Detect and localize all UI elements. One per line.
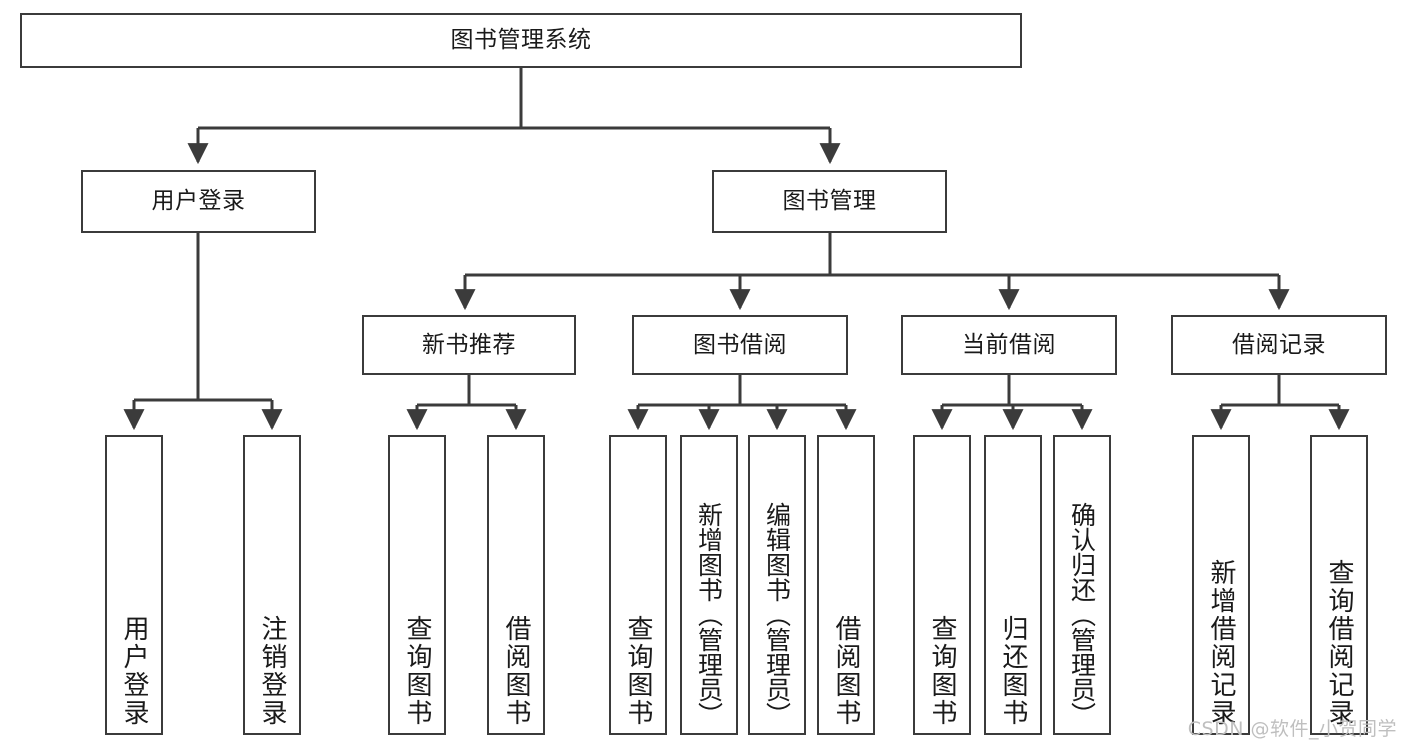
- node-book-manage[interactable]: 图书管理: [712, 170, 947, 233]
- node-leaf-query-book-2-label: 查询图书: [623, 615, 653, 727]
- node-leaf-confirm-return-label: 确认归还（管理员）: [1067, 502, 1097, 727]
- node-leaf-logout[interactable]: 注销登录: [243, 435, 301, 735]
- node-leaf-borrow-book-2-label: 借阅图书: [831, 615, 861, 727]
- node-leaf-edit-book[interactable]: 编辑图书（管理员）: [748, 435, 806, 735]
- node-new-book-recommend[interactable]: 新书推荐: [362, 315, 576, 375]
- node-leaf-return-book[interactable]: 归还图书: [984, 435, 1042, 735]
- node-borrow-record-label: 借阅记录: [1232, 331, 1326, 358]
- node-leaf-query-record[interactable]: 查询借阅记录: [1310, 435, 1368, 735]
- node-leaf-query-book-1[interactable]: 查询图书: [388, 435, 446, 735]
- node-book-borrow-label: 图书借阅: [693, 331, 787, 358]
- node-leaf-borrow-book-2[interactable]: 借阅图书: [817, 435, 875, 735]
- node-current-borrow[interactable]: 当前借阅: [901, 315, 1117, 375]
- node-leaf-add-book[interactable]: 新增图书（管理员）: [680, 435, 738, 735]
- node-leaf-borrow-book-1-label: 借阅图书: [501, 615, 531, 727]
- node-leaf-return-book-label: 归还图书: [998, 615, 1028, 727]
- node-leaf-query-book-3-label: 查询图书: [927, 615, 957, 727]
- node-leaf-add-book-label: 新增图书（管理员）: [694, 502, 724, 727]
- csdn-watermark: CSDN @软件_小贺同学: [1187, 718, 1397, 740]
- node-user-login[interactable]: 用户登录: [81, 170, 316, 233]
- node-new-book-recommend-label: 新书推荐: [422, 331, 516, 358]
- node-leaf-add-record[interactable]: 新增借阅记录: [1192, 435, 1250, 735]
- node-borrow-record[interactable]: 借阅记录: [1171, 315, 1387, 375]
- node-book-borrow[interactable]: 图书借阅: [632, 315, 848, 375]
- node-root[interactable]: 图书管理系统: [20, 13, 1022, 68]
- node-leaf-user-login[interactable]: 用户登录: [105, 435, 163, 735]
- node-book-manage-label: 图书管理: [782, 188, 877, 215]
- node-root-label: 图书管理系统: [450, 27, 592, 54]
- node-leaf-query-book-3[interactable]: 查询图书: [913, 435, 971, 735]
- node-leaf-edit-book-label: 编辑图书（管理员）: [762, 502, 792, 727]
- node-leaf-query-book-2[interactable]: 查询图书: [609, 435, 667, 735]
- node-leaf-user-login-label: 用户登录: [119, 615, 149, 727]
- node-leaf-borrow-book-1[interactable]: 借阅图书: [487, 435, 545, 735]
- node-leaf-logout-label: 注销登录: [257, 615, 287, 727]
- node-current-borrow-label: 当前借阅: [962, 331, 1056, 358]
- node-leaf-query-record-label: 查询借阅记录: [1324, 559, 1354, 727]
- node-leaf-confirm-return[interactable]: 确认归还（管理员）: [1053, 435, 1111, 735]
- node-leaf-add-record-label: 新增借阅记录: [1206, 559, 1236, 727]
- node-leaf-query-book-1-label: 查询图书: [402, 615, 432, 727]
- node-user-login-label: 用户登录: [151, 188, 246, 215]
